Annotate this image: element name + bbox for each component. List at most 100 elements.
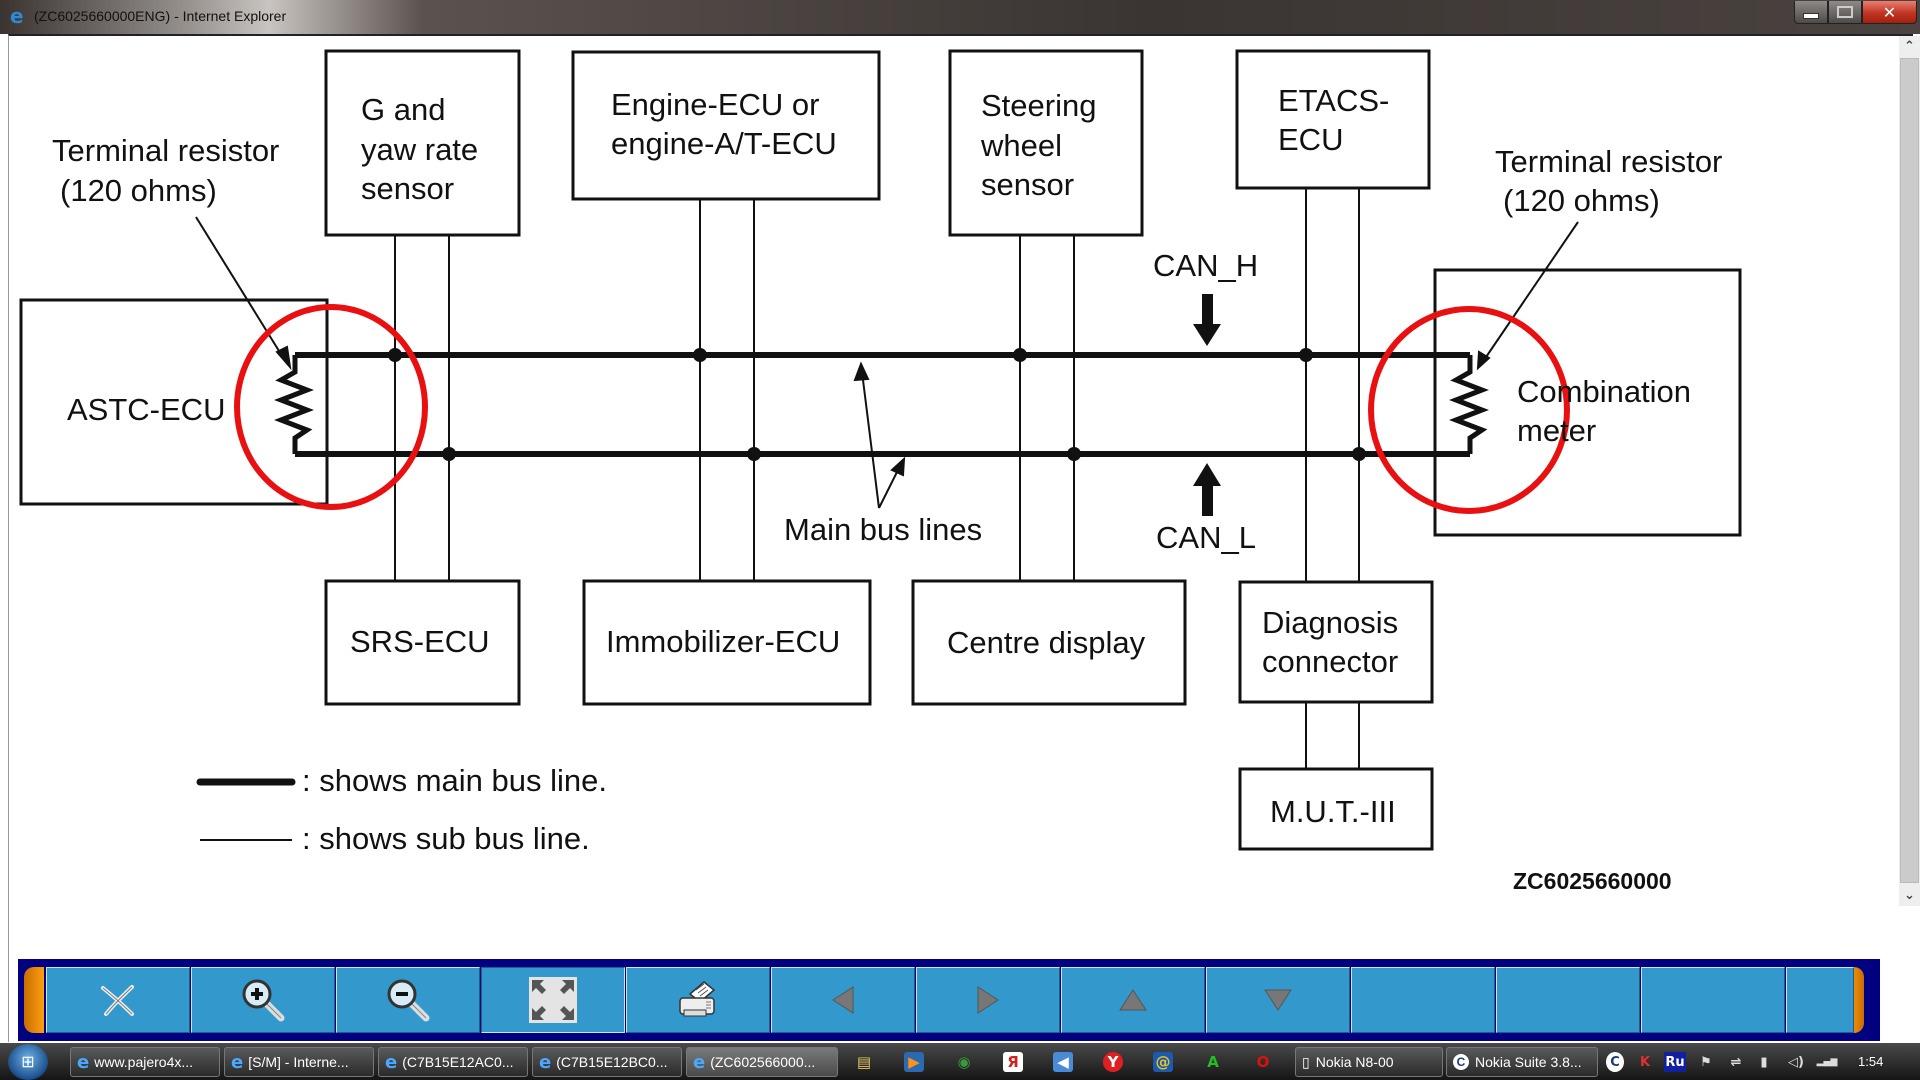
zoom-in-icon — [242, 979, 285, 1022]
zoom-in-button[interactable] — [191, 967, 335, 1033]
junction-dot — [442, 447, 456, 461]
etacs-ecu-box — [1235, 49, 1431, 190]
phone-icon: ▯ — [1302, 1053, 1310, 1070]
can-bus-diagram: ASTC-ECU G and yaw rate sensor Engine-EC… — [19, 49, 1742, 894]
g-yaw-label-2: yaw rate — [361, 132, 478, 167]
combination-meter-box — [1433, 268, 1742, 537]
zoom-out-button[interactable] — [336, 967, 480, 1033]
taskbar-item-label: www.pajero4x... — [94, 1054, 194, 1070]
minimize-icon — [1803, 13, 1819, 19]
file-manager-icon[interactable]: ▤ — [856, 1053, 872, 1071]
clock[interactable]: 1:54 — [1858, 1054, 1884, 1069]
scroll-down-arrow-icon[interactable]: ⌄ — [1904, 888, 1915, 903]
steering-label-1: Steering — [981, 88, 1096, 123]
highlight-circle-left — [234, 304, 428, 510]
kaspersky-icon[interactable]: K — [1639, 1054, 1651, 1070]
scroll-down-button[interactable] — [1206, 967, 1350, 1033]
terminal-right-label-2: (120 ohms) — [1503, 183, 1660, 218]
junction-dot — [1352, 447, 1366, 461]
blank-button-3[interactable] — [1641, 967, 1785, 1033]
vertical-scrollbar[interactable]: ⌃ ⌄ — [1899, 36, 1920, 906]
can-h-label: CAN_H — [1153, 248, 1258, 283]
terminal-left-arrow — [195, 216, 285, 360]
media-player-icon[interactable]: ▶ — [904, 1052, 924, 1072]
engine-ecu-box — [571, 50, 881, 201]
close-view-button[interactable] — [46, 967, 190, 1033]
diagnosis-label-1: Diagnosis — [1262, 605, 1398, 640]
fit-to-window-button[interactable] — [481, 967, 625, 1033]
maximize-button[interactable] — [1828, 1, 1862, 24]
left-terminal-resistor — [274, 355, 314, 454]
action-center-flag-icon[interactable]: ⚑ — [1700, 1054, 1712, 1070]
zoom-out-icon — [387, 979, 430, 1022]
signal-icon[interactable]: ▂▄▆ — [1816, 1057, 1838, 1067]
previous-button[interactable] — [771, 967, 915, 1033]
minimize-button[interactable] — [1794, 1, 1828, 24]
combination-label-1: Combination — [1517, 374, 1691, 409]
taskbar-item[interactable]: e(C7B15E12AC0... — [378, 1047, 528, 1077]
window-title: (ZC6025660000ENG) - Internet Explorer — [34, 8, 287, 24]
steering-sensor-box — [948, 49, 1144, 237]
yandex-icon[interactable]: Я — [1003, 1052, 1023, 1072]
maximize-icon — [1837, 6, 1853, 18]
arrow-up-icon — [1119, 989, 1147, 1011]
close-button[interactable]: ✕ — [1862, 1, 1917, 24]
nokia-suite-tray-icon[interactable]: C — [1606, 1052, 1624, 1072]
junction-dot — [747, 447, 761, 461]
etacs-label-1: ETACS- — [1278, 83, 1389, 118]
printer-icon — [679, 981, 716, 1017]
can-l-arrow-icon — [1193, 463, 1221, 516]
arrow-head — [275, 345, 292, 371]
usb-device-icon[interactable]: ⇌ — [1730, 1054, 1742, 1070]
language-indicator[interactable]: Ru — [1664, 1052, 1686, 1072]
scroll-up-arrow-icon[interactable]: ⌃ — [1904, 39, 1915, 54]
g-yaw-label-1: G and — [361, 92, 445, 127]
taskbar-item-active[interactable]: e(ZC602566000... — [686, 1047, 838, 1077]
terminal-right-arrow — [1483, 221, 1579, 361]
highlight-circle-right — [1368, 306, 1570, 514]
speaker-app-icon[interactable]: ◀ — [1053, 1052, 1073, 1072]
taskbar-item-label: (ZC602566000... — [710, 1054, 816, 1070]
opera-icon[interactable]: O — [1256, 1053, 1270, 1071]
toolbar-cap-left — [24, 967, 44, 1033]
power-icon[interactable]: ▮ — [1760, 1054, 1768, 1070]
a-app-icon[interactable]: A — [1207, 1053, 1219, 1071]
start-button[interactable]: ⊞ — [8, 1044, 48, 1080]
taskbar-item-label: Nokia N8-00 — [1315, 1054, 1394, 1070]
blank-button-1[interactable] — [1351, 967, 1495, 1033]
internet-explorer-icon: e — [77, 1051, 90, 1073]
taskbar-item[interactable]: e(C7B15E12BC0... — [532, 1047, 682, 1077]
srs-ecu-box — [324, 579, 521, 706]
terminal-left-label-2: (120 ohms) — [60, 173, 217, 208]
taskbar-item-label: (C7B15E12AC0... — [402, 1054, 514, 1070]
volume-icon[interactable]: ◁) — [1788, 1054, 1804, 1070]
astc-ecu-box — [19, 298, 329, 506]
blank-button-4[interactable] — [1786, 967, 1854, 1033]
terminal-left-label-1: Terminal resistor — [52, 133, 279, 168]
main-bus-lines-label: Main bus lines — [784, 512, 982, 547]
arrow-down-icon — [1264, 989, 1292, 1011]
main-bus-arrow-upper — [861, 371, 880, 509]
diagnosis-label-2: connector — [1262, 644, 1398, 679]
figure-code: ZC6025660000 — [1513, 868, 1672, 894]
arrow-head — [853, 361, 870, 382]
chrome-icon[interactable]: ◉ — [957, 1053, 971, 1071]
scroll-thumb[interactable] — [1900, 58, 1919, 883]
internet-explorer-icon: e — [10, 4, 24, 28]
astc-ecu-label: ASTC-ECU — [67, 392, 225, 427]
blank-button-2[interactable] — [1496, 967, 1640, 1033]
scroll-up-button[interactable] — [1061, 967, 1205, 1033]
print-button[interactable] — [626, 967, 770, 1033]
mut-iii-box — [1238, 767, 1434, 851]
immobilizer-ecu-box — [582, 579, 872, 706]
next-button[interactable] — [916, 967, 1060, 1033]
nokia-suite-icon: C — [1453, 1054, 1469, 1070]
taskbar-item[interactable]: e[S/M] - Interne... — [224, 1047, 374, 1077]
mail-agent-icon[interactable]: @ — [1153, 1052, 1173, 1072]
terminal-right-label-1: Terminal resistor — [1495, 144, 1722, 179]
taskbar-item-nokia-n8[interactable]: ▯ Nokia N8-00 — [1295, 1047, 1443, 1077]
internet-explorer-icon: e — [385, 1051, 398, 1073]
yandex-browser-icon[interactable]: Y — [1103, 1052, 1123, 1072]
